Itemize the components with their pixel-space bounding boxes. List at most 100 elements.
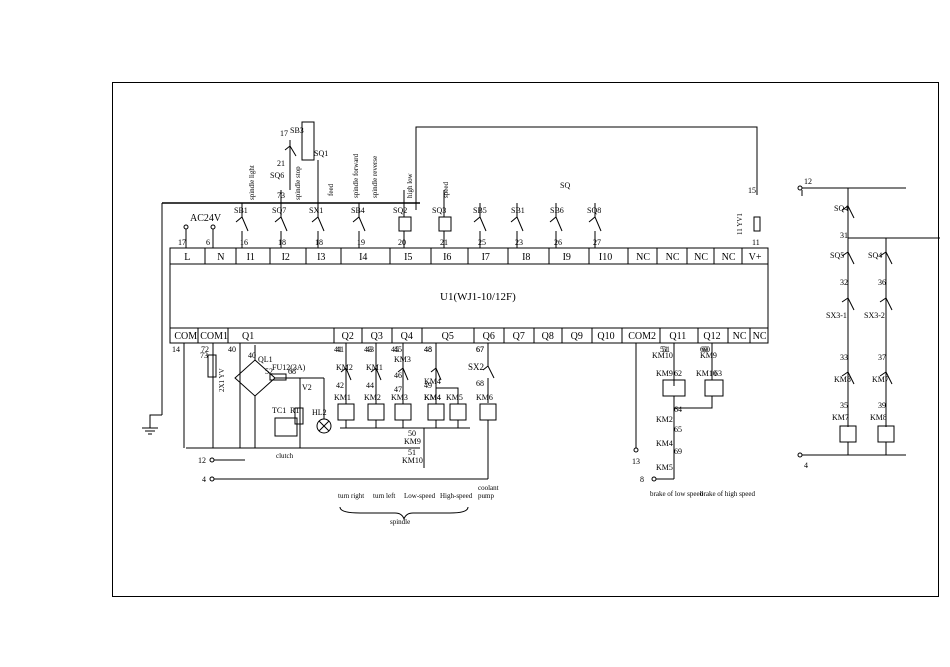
wire-17-top: 17 [280, 129, 288, 138]
sx2-label: SX2 [468, 362, 484, 372]
input-terminal-15: NC [722, 252, 736, 263]
spindle-contact-2: KM3 [394, 355, 411, 364]
input-terminal-16: V+ [749, 252, 762, 263]
output-wire-5: 45 [391, 345, 399, 354]
input-wire-9: 23 [515, 238, 523, 247]
annotation-1: spindle light [248, 165, 256, 200]
wire-52: 52 [265, 367, 273, 376]
sb3-label: SB3 [290, 126, 304, 135]
sb3-cluster-box [301, 121, 315, 161]
input-terminal-3: I2 [282, 252, 290, 263]
clutch-label: clutch [276, 452, 294, 460]
output-wire-6: 48 [424, 345, 432, 354]
annotation-7: speed [442, 182, 450, 198]
input-wire-4: 18 [315, 238, 323, 247]
spindle-number-8: 47 [394, 385, 402, 394]
r1-label: R1 [290, 406, 299, 415]
output-terminal-11: Q10 [597, 331, 614, 342]
annotation-3: feed [327, 183, 335, 196]
spindle-number-6: 44 [366, 381, 374, 390]
right-terminal-4: 4 [804, 461, 808, 470]
ac24v-terminal-l [183, 224, 189, 230]
right-km8-coil: KM8 [870, 413, 887, 422]
spindle-coil-1: KM2 [364, 393, 381, 402]
right-37: 37 [878, 353, 886, 362]
spindle-brace [339, 506, 469, 521]
hl2-label: HL2 [312, 408, 327, 417]
brake-km4: KM4 [656, 439, 673, 448]
right-circuit [797, 185, 940, 458]
input-wire-3: 18 [278, 238, 286, 247]
output-wire-3: 41 [334, 345, 342, 354]
ac24v-terminal-n [210, 224, 216, 230]
output-wire-1: 72 [201, 345, 209, 354]
yv1-label: 11 YV1 [736, 213, 744, 235]
wire-50: 50 [408, 429, 416, 438]
ground-lead [149, 414, 162, 428]
right-sq4-top: SQ4 [834, 204, 848, 213]
right-km7: KM7 [872, 375, 889, 384]
fu12-label: FU12(3A) [272, 363, 306, 372]
output-terminal-13: Q11 [669, 331, 686, 342]
right-sx3-2: SX3-2 [864, 311, 885, 320]
input-wire-6: 20 [398, 238, 406, 247]
yv-vertical-label: 2X1 YV [218, 368, 226, 392]
input-terminal-11: I10 [599, 252, 612, 263]
spindle-contact-0: KM2 [336, 363, 353, 372]
input-terminal-0: L [184, 252, 190, 263]
output-wire-0: 14 [172, 345, 180, 354]
tc1-label: TC1 [272, 406, 286, 415]
output-terminal-1: COM1 [200, 331, 228, 342]
right-39: 39 [878, 401, 886, 410]
input-device-7: SB1 [511, 206, 525, 215]
output-terminal-3: Q2 [342, 331, 354, 342]
output-terminal-14: Q12 [703, 331, 720, 342]
wire-21-top: 21 [277, 159, 285, 168]
wire-15: 15 [748, 186, 756, 195]
brake-65: 65 [674, 425, 682, 434]
spindle-coil-4: KM5 [446, 393, 463, 402]
plc-output-row [169, 327, 769, 344]
spindle-group-label: spindle [390, 518, 410, 526]
brake-64: 64 [674, 405, 682, 414]
input-wire-0: 17 [178, 238, 186, 247]
input-wire-8: 25 [478, 238, 486, 247]
spindle-coil-5: KM6 [476, 393, 493, 402]
spindle-number-9: 49 [424, 381, 432, 390]
spindle-coil-2: KM3 [391, 393, 408, 402]
spindle-coil-0: KM1 [334, 393, 351, 402]
sq6-label: SQ6 [270, 171, 284, 180]
top-feed-wire [415, 126, 758, 210]
terminal-13: 13 [632, 457, 640, 466]
output-terminal-10: Q9 [571, 331, 583, 342]
spindle-contact-4: KM4 [424, 393, 441, 402]
output-terminal-15: NC [733, 331, 747, 342]
input-wire-5: 19 [357, 238, 365, 247]
input-device-9: SQ8 [587, 206, 601, 215]
input-terminal-1: N [217, 252, 224, 263]
brake-km9b: KM9 [656, 369, 673, 378]
yv1-coil [753, 216, 761, 232]
input-terminal-7: I6 [443, 252, 451, 263]
v2-label: V2 [302, 383, 312, 392]
output-terminal-6: Q5 [442, 331, 454, 342]
right-sx3-1: SX3-1 [826, 311, 847, 320]
brake-69: 69 [674, 447, 682, 456]
spindle-label-4-b: pump [478, 492, 494, 500]
input-device-3: SB4 [351, 206, 365, 215]
right-sq5: SQ5 [830, 251, 844, 260]
output-terminal-4: Q3 [371, 331, 383, 342]
annotation-4: spindle forward [352, 153, 360, 198]
spindle-label-3: High-speed [440, 492, 473, 500]
spindle-contact-3: KM4 [424, 377, 441, 386]
sq1-label: SQ1 [314, 149, 328, 158]
input-device-8: SB6 [550, 206, 564, 215]
diagram-frame [112, 82, 939, 597]
output-terminal-5: Q4 [401, 331, 413, 342]
